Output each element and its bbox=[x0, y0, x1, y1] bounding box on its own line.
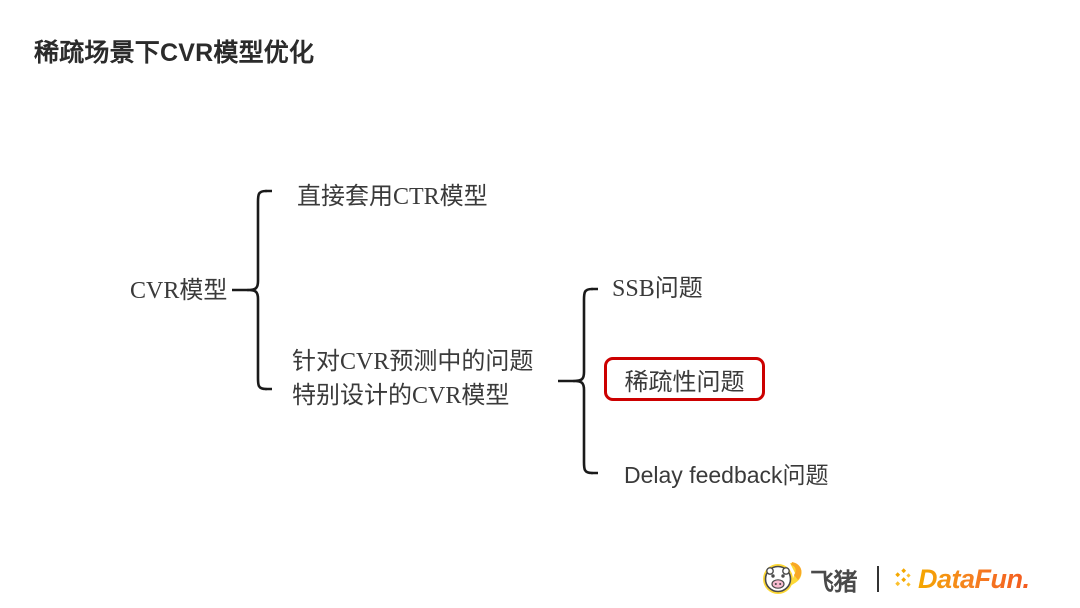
node-delay-feedback-problem: Delay feedback问题 bbox=[624, 458, 829, 493]
footer-logo-group: 飞猪 DataFun. bbox=[762, 556, 1062, 602]
left-brace-icon bbox=[230, 189, 278, 391]
right-brace-icon bbox=[556, 287, 606, 475]
fliggy-pig-icon bbox=[763, 562, 802, 594]
node-sparsity-problem-highlight-box: 稀疏性问题 bbox=[604, 357, 765, 401]
right-brace-group bbox=[556, 276, 606, 491]
node-direct-ctr-model: 直接套用CTR模型 bbox=[297, 184, 488, 210]
node-sparsity-problem-label: 稀疏性问题 bbox=[624, 369, 745, 396]
node-designed-cvr-line1: 针对CVR预测中的问题 bbox=[292, 349, 534, 375]
datafun-wordmark: DataFun. bbox=[918, 563, 1030, 594]
fliggy-logo: 飞猪 bbox=[762, 561, 858, 597]
node-designed-cvr-line2: 特别设计的CVR模型 bbox=[292, 383, 510, 409]
node-cvr-model-root: CVR模型 bbox=[130, 278, 228, 304]
node-ssb-problem: SSB问题 bbox=[612, 276, 703, 302]
page-title: 稀疏场景下CVR模型优化 bbox=[34, 39, 315, 67]
datafun-dots-icon bbox=[895, 568, 911, 587]
logo-divider bbox=[877, 566, 879, 592]
node-delay-latin: Delay feedback bbox=[624, 462, 783, 488]
datafun-logo: DataFun. bbox=[895, 564, 1030, 595]
node-designed-cvr-model: 针对CVR预测中的问题 特别设计的CVR模型 bbox=[292, 345, 533, 413]
node-delay-cn: 问题 bbox=[782, 463, 829, 488]
left-brace-group bbox=[230, 178, 278, 403]
fliggy-wordmark: 飞猪 bbox=[810, 568, 858, 596]
